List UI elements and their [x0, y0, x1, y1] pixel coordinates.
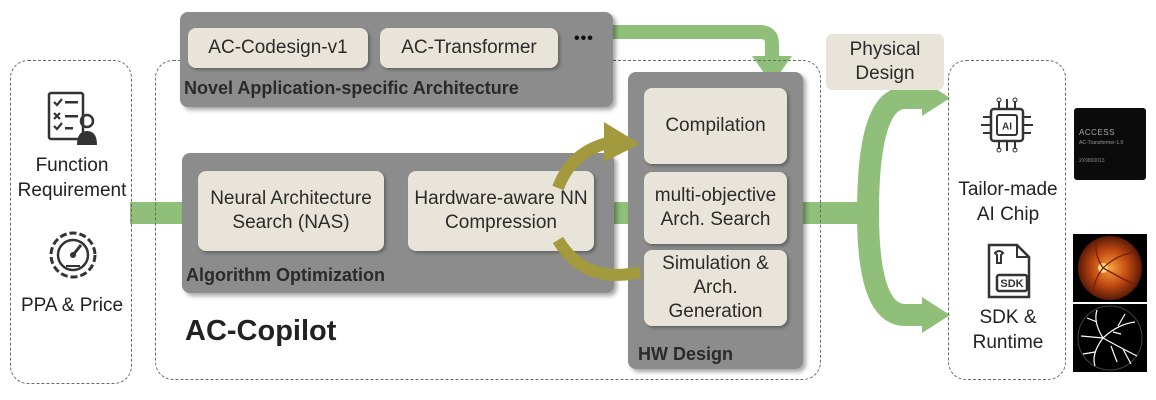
arrowhead-hw	[752, 56, 792, 84]
vessel-segmentation-image	[1073, 304, 1147, 372]
sdk-runtime-label: SDK & Runtime	[972, 307, 1044, 353]
cycle-top-arc	[552, 136, 614, 191]
cycle-bottom-arc	[552, 236, 642, 281]
flow-branch-down	[857, 212, 925, 326]
arrowhead-sdk	[922, 297, 950, 333]
more-ellipsis: •••	[574, 30, 594, 47]
chip-serial: 2X9800013	[1079, 158, 1105, 164]
ppa-price-label: PPA & Price	[20, 295, 124, 316]
hw-design-title: HW Design	[638, 344, 734, 364]
chip-model: AC-Transformer-1.0	[1079, 140, 1124, 146]
ai-chip-icon: AI	[981, 97, 1033, 153]
ac-codesign-box[interactable]: AC-Codesign-v1	[188, 28, 368, 68]
requirement-panel: Function Requirement PPA & Price	[10, 60, 132, 384]
checklist-person-icon	[47, 91, 97, 145]
function-requirement-label: Function Requirement	[17, 155, 127, 201]
tailor-made-chip-label: Tailor-made AI Chip	[958, 179, 1058, 225]
flow-novel-to-hw	[612, 25, 779, 60]
novel-architecture-title: Novel Application-specific Architecture	[184, 78, 519, 98]
novel-architecture-box: AC-Codesign-v1 AC-Transformer ••• Novel …	[180, 12, 613, 107]
flow-algo-to-hw	[612, 202, 632, 224]
arch-search-box[interactable]: multi-objective Arch. Search	[644, 172, 787, 244]
sdk-icon: SDK	[987, 243, 1031, 299]
chip-photo: ACCESS AC-Transformer-1.0 2X9800013	[1074, 108, 1146, 180]
flow-left-to-algo	[130, 202, 182, 224]
output-panel: AI Tailor-made AI Chip SDK SDK & Runtime	[948, 60, 1066, 380]
hw-design-box: Compilation multi-objective Arch. Search…	[628, 72, 803, 369]
chip-brand: ACCESS	[1079, 128, 1115, 137]
cycle-arrowhead	[604, 122, 640, 162]
compilation-box[interactable]: Compilation	[644, 88, 787, 164]
retina-fundus-image	[1073, 234, 1147, 302]
simulation-box[interactable]: Simulation & Arch. Generation	[644, 250, 787, 326]
algorithm-optimization-title: Algorithm Optimization	[186, 265, 385, 285]
flow-hw-out	[800, 202, 868, 224]
flow-branch-up	[857, 87, 925, 214]
gauge-icon	[49, 231, 97, 279]
copilot-title: AC-Copilot	[185, 315, 337, 347]
physical-design-label: Physical Design	[826, 34, 944, 90]
chip-icon-text: AI	[1002, 122, 1012, 133]
ac-transformer-box[interactable]: AC-Transformer	[380, 28, 558, 68]
nas-box[interactable]: Neural Architecture Search (NAS)	[198, 171, 384, 251]
sdk-icon-text: SDK	[1000, 278, 1023, 290]
